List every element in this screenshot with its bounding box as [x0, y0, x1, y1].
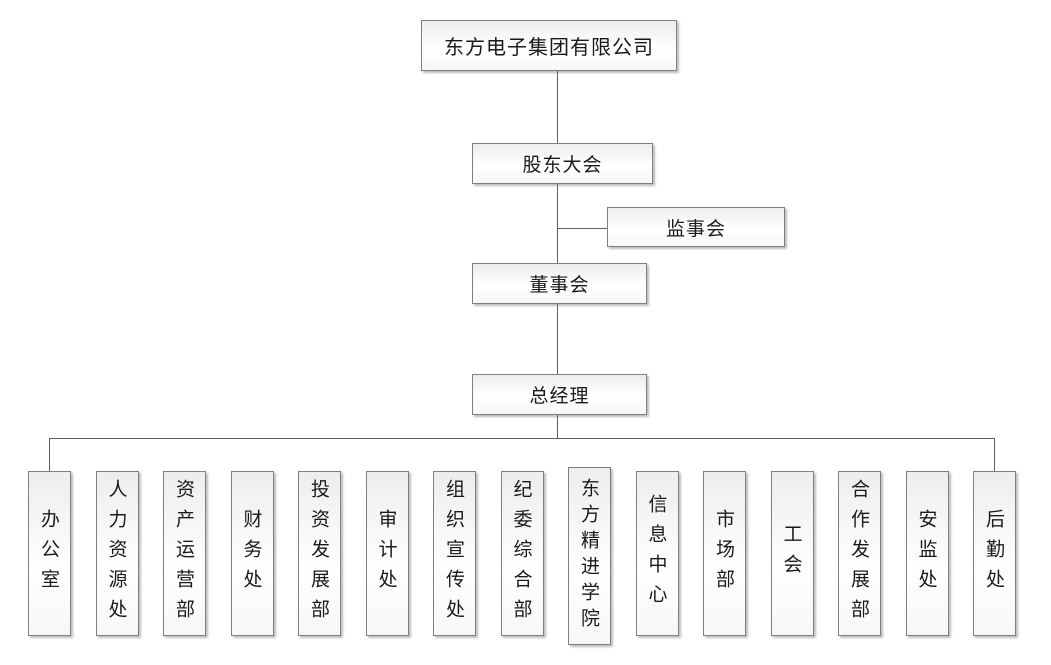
node-department-finance: 财务处: [230, 471, 274, 636]
node-department-office: 办公室: [28, 471, 71, 636]
node-department-info-center: 信息中心: [635, 471, 679, 636]
node-department-safety: 安监处: [905, 471, 949, 636]
connector-company-to-shareholders: [557, 71, 558, 144]
node-department-cooperation: 合作发展部: [838, 471, 881, 636]
node-company: 东方电子集团有限公司: [421, 20, 677, 71]
node-department-marketing: 市场部: [703, 471, 746, 636]
node-board-of-directors: 董事会: [472, 263, 647, 304]
node-department-discipline: 纪委综合部: [500, 471, 544, 636]
connector-department-rail: [49, 438, 995, 439]
node-shareholders-meeting: 股东大会: [472, 143, 653, 184]
connector-rail-drop-left: [49, 438, 50, 471]
department-row: 办公室 人力资源处 资产运营部 财务处 投资发展部 审计处 组织宣传处 纪委综合…: [28, 467, 1016, 645]
node-department-logistics: 后勤处: [973, 471, 1016, 636]
node-department-hr: 人力资源处: [95, 471, 139, 636]
connector-gm-to-rail: [557, 414, 558, 439]
node-department-asset-ops: 资产运营部: [163, 471, 206, 636]
connector-board-to-gm: [557, 304, 558, 374]
node-department-org-publicity: 组织宣传处: [433, 471, 476, 636]
node-supervisory-board: 监事会: [607, 207, 785, 247]
node-general-manager: 总经理: [472, 374, 647, 415]
node-department-labor-union: 工会: [770, 471, 814, 636]
node-department-academy: 东方精进学院: [568, 467, 611, 645]
connector-branch-supervisory: [558, 228, 607, 229]
connector-rail-drop-right: [994, 438, 995, 471]
node-department-investment: 投资发展部: [298, 471, 341, 636]
connector-shareholders-to-board: [557, 184, 558, 263]
node-department-audit: 审计处: [365, 471, 409, 636]
